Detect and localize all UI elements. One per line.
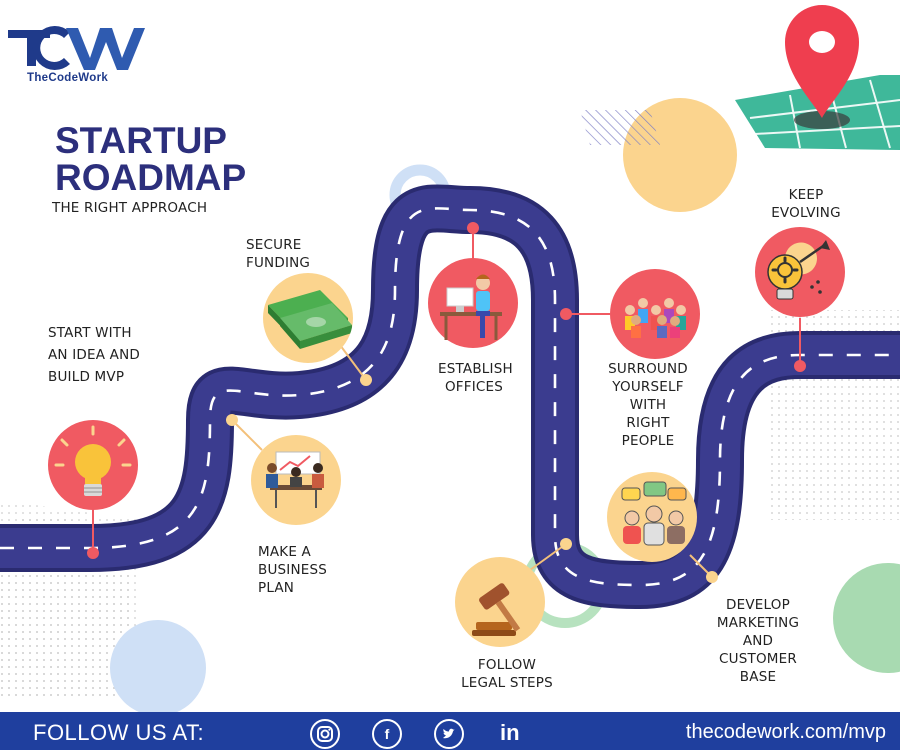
follow-label: FOLLOW US AT:: [33, 720, 205, 745]
gear-growth-icon: [755, 227, 845, 317]
step-label-line: MAKE A: [258, 544, 311, 560]
step-label-legal: FOLLOW LEGAL STEPS: [458, 656, 556, 692]
step-label-line: LEGAL STEPS: [461, 675, 553, 691]
step-label-line: PLAN: [258, 580, 295, 596]
gavel-icon: [455, 557, 545, 647]
step-label-idea: START WITH AN IDEA AND BUILD MVP: [48, 324, 140, 386]
step-label-line: MARKETING: [716, 615, 800, 631]
step-label-evolve: KEEP EVOLVING: [768, 186, 844, 222]
step-label-line: WITH: [629, 397, 667, 413]
step-label-line: SURROUND: [608, 361, 688, 377]
step-label-marketing: DEVELOP MARKETING AND CUSTOMER BASE: [712, 596, 804, 686]
brand-logo: [8, 26, 145, 70]
footer-bar: FOLLOW US AT: f in thecodework.com/mvp: [0, 712, 900, 750]
step-label-line: KEEP: [788, 187, 824, 203]
office-worker-icon: [428, 258, 518, 348]
step-label-line: SECURE: [246, 237, 302, 253]
step-label-people: SURROUND YOURSELF WITH RIGHT PEOPLE: [606, 360, 690, 450]
step-label-plan: MAKE A BUSINESS PLAN: [258, 543, 327, 597]
page-title: STARTUP ROADMAP: [55, 122, 246, 196]
road: [0, 184, 900, 609]
chat-people-icon: [607, 472, 697, 562]
business-meeting-icon: [251, 435, 341, 525]
step-label-offices: ESTABLISH OFFICES: [438, 360, 513, 396]
step-label-line: YOURSELF: [612, 379, 684, 395]
title-line-2: ROADMAP: [55, 157, 247, 198]
step-label-funding: SECURE FUNDING: [246, 236, 310, 272]
step-label-line: BUSINESS: [258, 562, 328, 578]
step-connectors: [87, 222, 806, 583]
facebook-icon[interactable]: f: [372, 719, 402, 749]
step-label-line: OFFICES: [444, 379, 504, 395]
brand-name: TheCodeWork: [27, 72, 109, 84]
step-label-line: BASE: [739, 669, 777, 685]
step-label-line: AND: [742, 633, 774, 649]
step-label-line: EVOLVING: [771, 205, 841, 221]
instagram-glyph: [317, 726, 333, 742]
team-icon: [610, 269, 700, 359]
step-label-line: AN IDEA AND: [48, 347, 140, 363]
step-label-line: RIGHT: [626, 415, 670, 431]
map-pin-graphic: [735, 5, 900, 150]
step-label-line: ESTABLISH: [438, 361, 513, 377]
step-label-line: DEVELOP: [726, 597, 790, 613]
step-label-line: START WITH: [48, 325, 132, 341]
step-label-line: PEOPLE: [621, 433, 675, 449]
website-url[interactable]: thecodework.com/mvp: [685, 721, 886, 743]
lightbulb-icon: [48, 420, 138, 510]
twitter-icon[interactable]: [434, 719, 464, 749]
step-label-line: CUSTOMER: [719, 651, 797, 667]
step-label-line: BUILD MVP: [48, 369, 125, 385]
step-label-line: FOLLOW: [477, 657, 537, 673]
instagram-icon[interactable]: [310, 719, 340, 749]
twitter-glyph: [443, 728, 455, 739]
step-label-line: FUNDING: [246, 255, 311, 271]
page-subtitle: THE RIGHT APPROACH: [52, 200, 208, 216]
money-stack-icon: [263, 273, 353, 363]
title-line-1: STARTUP: [55, 120, 227, 161]
linkedin-icon[interactable]: in: [500, 720, 520, 745]
